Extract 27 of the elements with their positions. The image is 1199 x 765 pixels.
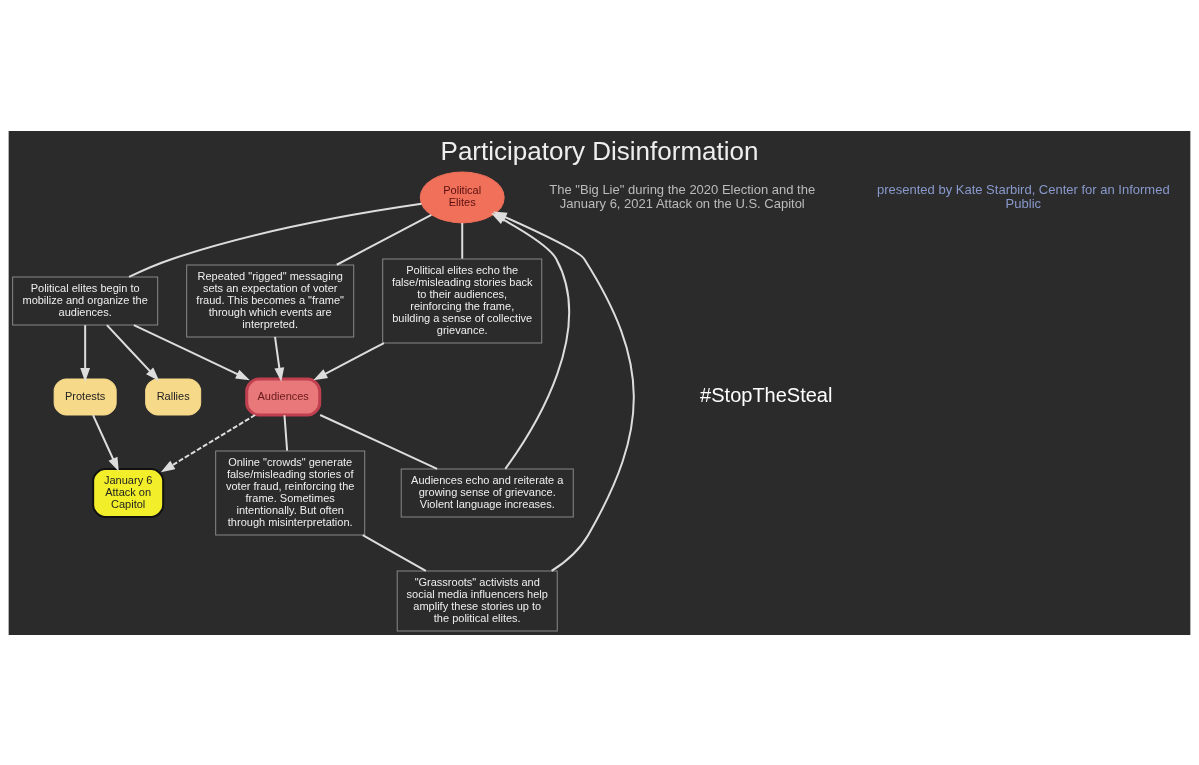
- label: #StopTheSteal: [700, 383, 833, 406]
- node-box: Repeated "rigged" messaging sets an expectation of voter fraud. This becomes a "frame" through which events are interpreted.: [186, 263, 355, 337]
- label: presented by Kate Starbird, Center for an Informed Public: [876, 181, 1170, 211]
- arrow: [160, 413, 257, 472]
- node-box: Audiences echo and reiterate a growing sense of grievance. Violent language increases.: [400, 467, 574, 517]
- label: The "Big Lie" during the 2020 Election and the January 6, 2021 Attack on the U.S. Capitol: [549, 181, 816, 211]
- node-box: Rallies: [145, 377, 202, 415]
- arrow: [92, 413, 119, 472]
- arrow: [132, 323, 250, 380]
- arrow: [313, 341, 385, 380]
- connector: [335, 213, 433, 266]
- arrow: [274, 335, 285, 382]
- arrow: [105, 323, 160, 381]
- node-box: Political elites echo the false/misleading stories back to their audiences, reinforcing the frame, building a sense of collective grievance.: [382, 257, 543, 343]
- node-box: January 6 Attack on Capitol: [92, 467, 165, 518]
- connector: [361, 533, 427, 572]
- connector: [128, 202, 423, 278]
- node-box: "Grassroots" activists and social media influencers help amplify these stories up to the political elites.: [396, 570, 558, 631]
- connector: [283, 413, 289, 452]
- node-box: Online "crowds" generate false/misleading stories of voter fraud, reinforcing the frame. Sometimes intentionally. But often through misinterpretation.: [215, 449, 366, 535]
- diagram-title: Participatory Disinformation: [440, 135, 759, 166]
- node-box: Audiences: [245, 376, 322, 416]
- arrow: [80, 323, 91, 382]
- connector: [461, 221, 464, 260]
- connector: [319, 413, 439, 470]
- node-box: Political elites begin to mobilize and organize the audiences.: [12, 275, 159, 325]
- node-box: Protests: [53, 377, 117, 415]
